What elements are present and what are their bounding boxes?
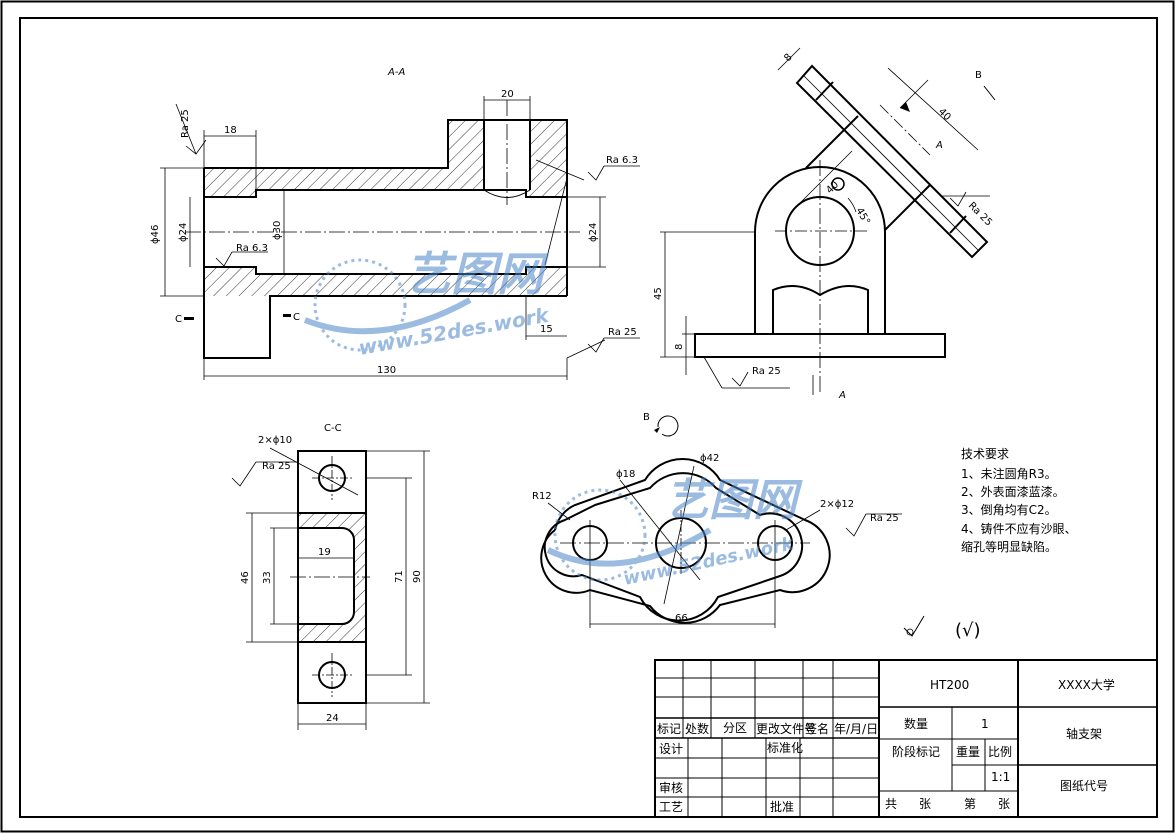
- b-holes: 2×ϕ12: [820, 499, 854, 510]
- section-aa-view: A-A 20: [150, 67, 640, 380]
- dim-phi24-left: ϕ24: [178, 223, 189, 242]
- tb-process: 工艺: [659, 800, 683, 814]
- tb-standard: 标准化: [767, 741, 803, 755]
- b-phi18: ϕ18: [616, 469, 635, 480]
- ra63-a: Ra 6.3: [606, 155, 638, 166]
- tech-item-3: 3、倒角均有C2。: [961, 503, 1057, 517]
- section-c-left: C: [175, 314, 182, 325]
- tb-drawing-code: 图纸代号: [1060, 779, 1108, 793]
- section-cc-view: C-C 2×ϕ10 Ra 25 19 46 33: [231, 423, 430, 730]
- view-a-label-bottom: A: [838, 390, 846, 401]
- tb-material: HT200: [930, 678, 969, 692]
- watermark-2: 艺图网 www.52des.work: [546, 475, 803, 590]
- view-a-label-top: A: [935, 140, 943, 151]
- cc-24: 24: [326, 713, 339, 724]
- tech-item-1: 1、未注圆角R3。: [961, 466, 1057, 481]
- watermark-url-2: www.52des.work: [622, 533, 797, 590]
- dim-phi30: ϕ30: [272, 221, 283, 240]
- tb-row-mark: 标记: [657, 722, 681, 736]
- dim-phi46: ϕ46: [150, 225, 161, 244]
- cc-71: 71: [394, 570, 405, 583]
- ra25-a: Ra 25: [180, 109, 191, 138]
- tb-school: XXXX大学: [1058, 677, 1115, 692]
- tb-qty-value: 1: [981, 717, 989, 731]
- tb-sheet: 张: [998, 797, 1010, 811]
- tb-row-date: 年/月/日: [834, 722, 878, 736]
- cc-46: 46: [240, 571, 251, 584]
- tb-row-zone: 分区: [723, 721, 747, 735]
- tech-item-2: 2、外表面漆蓝漆。: [961, 485, 1065, 499]
- tb-qty-label: 数量: [904, 716, 928, 731]
- tb-review: 审核: [659, 780, 683, 795]
- tb-approve: 批准: [770, 799, 794, 814]
- ra25-c: Ra 25: [752, 366, 781, 377]
- inner-frame: [19, 17, 1158, 818]
- tech-requirements: 技术要求 1、未注圆角R3。 2、外表面漆蓝漆。 3、倒角均有C2。 4、铸件不…: [961, 447, 1077, 554]
- cc-holes: 2×ϕ10: [258, 435, 292, 446]
- other-roughness-note: (√): [903, 615, 981, 641]
- tb-part-name: 轴支架: [1066, 726, 1102, 741]
- dim-40-top: 40: [936, 106, 953, 123]
- other-roughness: (√): [955, 620, 981, 641]
- tb-design: 设计: [659, 742, 683, 756]
- tb-scale-value: 1:1: [991, 770, 1010, 784]
- dim-8-top: 8: [782, 52, 794, 64]
- view-b: B ϕ42 ϕ18 R12 2×ϕ12 Ra 25 66: [532, 412, 902, 628]
- dim-8-base: 8: [674, 344, 685, 350]
- view-b-arrow-label: B: [975, 70, 982, 81]
- dim-20: 20: [501, 89, 514, 100]
- front-view: B A A: [653, 47, 996, 401]
- section-aa-label: A-A: [387, 67, 405, 78]
- tb-scale-label: 比例: [988, 745, 1012, 759]
- tb-stage-label: 阶段标记: [892, 744, 940, 759]
- cc-19: 19: [318, 547, 331, 558]
- dim-15: 15: [540, 324, 553, 335]
- title-block-text: HT200 XXXX大学 轴支架 图纸代号 数量 1 阶段标记 重量 比例 1:…: [657, 677, 1115, 814]
- dim-130: 130: [377, 365, 396, 376]
- b-r12: R12: [532, 491, 552, 502]
- b-66: 66: [675, 613, 688, 624]
- tb-row-count: 处数: [685, 721, 709, 736]
- ra25-f: Ra 25: [870, 513, 899, 524]
- tech-item-5: 缩孔等明显缺陷。: [961, 539, 1057, 554]
- dim-18: 18: [224, 125, 237, 136]
- tech-title: 技术要求: [961, 447, 1009, 461]
- tb-total: 共: [885, 797, 897, 811]
- watermark-brand-2: 艺图网: [665, 475, 803, 526]
- watermark-brand-1: 艺图网: [405, 247, 549, 301]
- cc-90: 90: [412, 570, 423, 583]
- section-cc-label: C-C: [324, 423, 342, 434]
- flange-outline: [543, 472, 804, 622]
- section-c-right: C: [293, 312, 300, 323]
- ra25-e: Ra 25: [262, 461, 291, 472]
- ra63-b: Ra 6.3: [236, 243, 268, 254]
- dim-45: 45: [653, 287, 664, 300]
- tb-weight-label: 重量: [956, 745, 980, 759]
- dim-45-angle: 45°: [853, 206, 871, 227]
- ra25-b: Ra 25: [608, 327, 637, 338]
- b-phi42: ϕ42: [700, 453, 719, 464]
- tech-item-4: 4、铸件不应有沙眼、: [961, 521, 1077, 536]
- tb-row-change: 更改文件号: [756, 721, 816, 736]
- dim-40-circle: 40: [824, 179, 841, 196]
- view-b-label: B: [643, 412, 650, 423]
- dim-phi24-right: ϕ24: [588, 223, 599, 242]
- tb-nth: 第: [964, 797, 976, 811]
- cc-33: 33: [262, 571, 273, 584]
- tb-row-sign: 签名: [805, 721, 829, 736]
- title-block: [654, 659, 1158, 818]
- tb-sheets: 张: [919, 797, 931, 811]
